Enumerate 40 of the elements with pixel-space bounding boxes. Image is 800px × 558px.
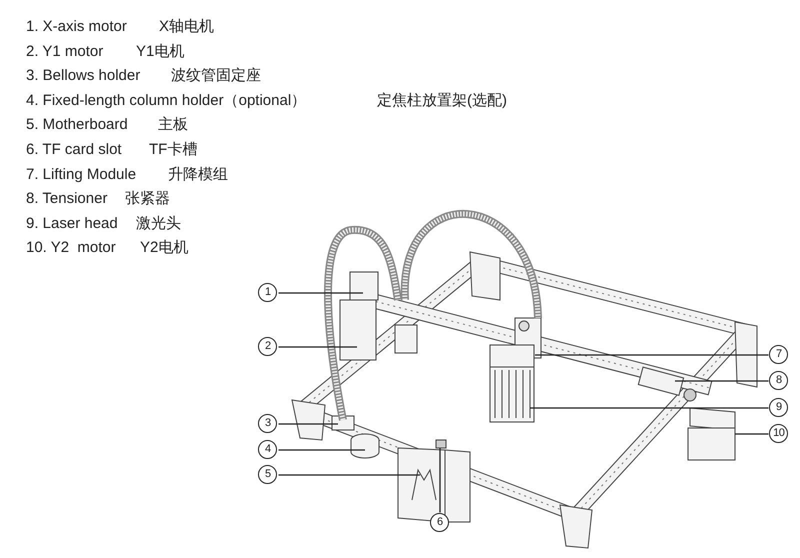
part-name-translation: Y1电机 [136,42,184,61]
callout-number: 3 [258,414,278,434]
leader-line [278,474,420,476]
part-name-translation: 主板 [158,116,188,134]
leader-line [278,346,357,348]
part-name: 9. Laser head [26,214,118,233]
part-name: 3. Bellows holder [26,67,140,86]
leader-line [278,423,338,425]
part-name-translation: 张紧器 [125,190,170,208]
leader-line [530,407,768,409]
leader-line [278,292,363,294]
part-name-translation: 波纹管固定座 [171,67,261,86]
callout-number: 5 [258,465,278,484]
part-name: 10. Y2 motor [26,239,116,258]
part-name-translation: Y2电机 [140,239,188,258]
callout-number: 8 [769,371,788,390]
callout-number: 6 [430,513,450,532]
leader-line [675,380,768,382]
part-name-translation: 定焦柱放置架(选配) [377,92,507,110]
part-name: 7. Lifting Module [26,166,136,184]
part-name: 5. Motherboard [26,116,128,134]
callout-number: 7 [769,345,788,364]
leader-line [535,354,768,356]
leader-line [278,449,365,451]
part-name-translation: X轴电机 [159,18,214,36]
part-name: 2. Y1 motor [26,42,104,61]
part-name: 8. Tensioner [26,190,108,208]
part-name: 6. TF card slot [26,141,122,159]
callout-number: 1 [258,283,278,302]
leader-line [735,433,768,435]
part-name-translation: 升降模组 [168,166,228,184]
part-name: 4. Fixed-length column holder（optional） [26,92,306,110]
part-name-translation: TF卡槽 [149,141,198,159]
part-name-translation: 激光头 [136,214,181,233]
part-name: 1. X-axis motor [26,18,127,36]
callout-number: 9 [769,398,788,418]
leader-line [439,448,441,512]
callout-number: 4 [258,440,278,460]
callout-number: 10 [769,424,788,444]
callout-number: 2 [258,337,278,356]
